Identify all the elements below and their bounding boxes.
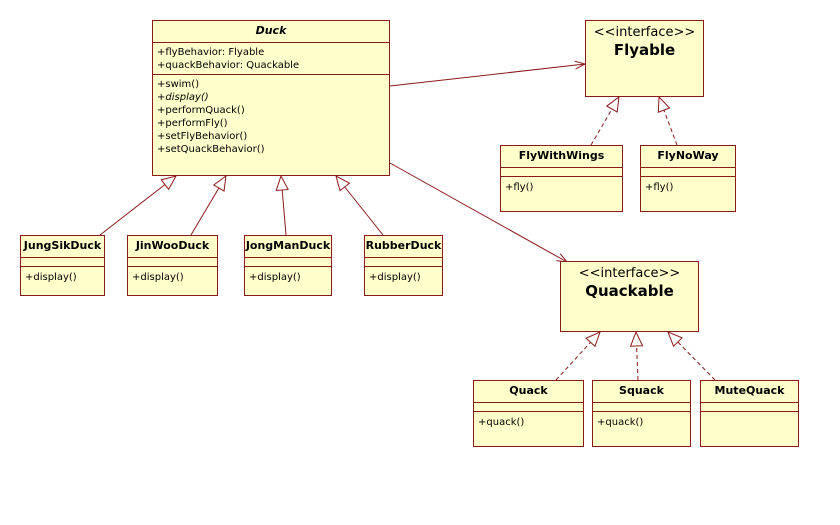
class-quack[interactable]: Quack +quack() [473, 380, 584, 447]
operation-display: +display() [369, 272, 421, 283]
class-attributes [128, 258, 217, 267]
interface-name: Quackable [585, 282, 674, 300]
operation-fly: +fly() [505, 182, 534, 193]
class-name: FlyNoWay [641, 146, 735, 168]
inherit-rubberduck [336, 176, 384, 236]
flyable-interface[interactable]: <<interface>> Flyable [585, 20, 704, 97]
operation-display: +display() [132, 272, 184, 283]
realize-quack [555, 332, 600, 381]
class-name: RubberDuck [365, 236, 442, 258]
class-name: Squack [593, 381, 690, 403]
attribute-fly-behavior: +flyBehavior: Flyable [157, 47, 265, 58]
class-attributes [21, 258, 104, 267]
class-attributes [593, 403, 690, 412]
class-attributes [641, 168, 735, 177]
class-name: MuteQuack [701, 381, 798, 403]
class-jungsikduck[interactable]: JungSikDuck +display() [20, 235, 105, 296]
operation-display: +display() [157, 92, 209, 103]
operation-set-quack-behavior: +setQuackBehavior() [157, 144, 265, 155]
interface-stereotype: <<interface>> [578, 266, 681, 281]
inherit-jongmanduck [281, 176, 286, 236]
class-attributes [474, 403, 583, 412]
operation-set-fly-behavior: +setFlyBehavior() [157, 131, 248, 142]
operation-fly: +fly() [645, 182, 674, 193]
class-flywithwings[interactable]: FlyWithWings +fly() [500, 145, 623, 212]
class-operations: +fly() [641, 177, 735, 211]
realize-flynoway [659, 97, 678, 146]
class-name: JongManDuck [245, 236, 331, 258]
class-flynoway[interactable]: FlyNoWay +fly() [640, 145, 736, 212]
class-operations [701, 412, 798, 446]
class-name: JinWooDuck [128, 236, 217, 258]
class-operations: +fly() [501, 177, 622, 211]
quackable-interface[interactable]: <<interface>> Quackable [560, 261, 699, 332]
inherit-jungsikduck [99, 176, 176, 236]
class-operations: +display() [128, 267, 217, 295]
class-attributes [701, 403, 798, 412]
class-attributes [501, 168, 622, 177]
class-mutequack[interactable]: MuteQuack [700, 380, 799, 447]
duck-attributes: +flyBehavior: Flyable +quackBehavior: Qu… [153, 43, 389, 75]
class-attributes [365, 258, 442, 267]
duck-class-name: Duck [153, 21, 389, 43]
duck-operations: +swim() +display() +performQuack() +perf… [153, 75, 389, 175]
realize-mutequack [668, 332, 716, 381]
operation-perform-fly: +performFly() [157, 118, 228, 129]
operation-display: +display() [249, 272, 301, 283]
assoc-duck-flyable [389, 64, 585, 87]
operation-perform-quack: +performQuack() [157, 105, 245, 116]
class-jongmanduck[interactable]: JongManDuck +display() [244, 235, 332, 296]
class-operations: +display() [365, 267, 442, 295]
inherit-jinwooduck [190, 176, 226, 236]
interface-stereotype: <<interface>> [593, 25, 696, 40]
class-name: JungSikDuck [21, 236, 104, 258]
operation-display: +display() [25, 272, 77, 283]
class-jinwooduck[interactable]: JinWooDuck +display() [127, 235, 218, 296]
duck-class[interactable]: Duck +flyBehavior: Flyable +quackBehavio… [152, 20, 390, 176]
realize-flywithwings [590, 97, 619, 146]
realize-squack [636, 332, 638, 381]
operation-swim: +swim() [157, 79, 200, 90]
class-name: Quack [474, 381, 583, 403]
class-rubberduck[interactable]: RubberDuck +display() [364, 235, 443, 296]
class-operations: +quack() [593, 412, 690, 446]
class-operations: +display() [21, 267, 104, 295]
operation-quack: +quack() [597, 417, 644, 428]
class-squack[interactable]: Squack +quack() [592, 380, 691, 447]
interface-name: Flyable [613, 41, 676, 59]
class-operations: +display() [245, 267, 331, 295]
assoc-duck-quackable [389, 162, 567, 262]
operation-quack: +quack() [478, 417, 525, 428]
class-attributes [245, 258, 331, 267]
class-operations: +quack() [474, 412, 583, 446]
class-name: FlyWithWings [501, 146, 622, 168]
attribute-quack-behavior: +quackBehavior: Quackable [157, 60, 300, 71]
